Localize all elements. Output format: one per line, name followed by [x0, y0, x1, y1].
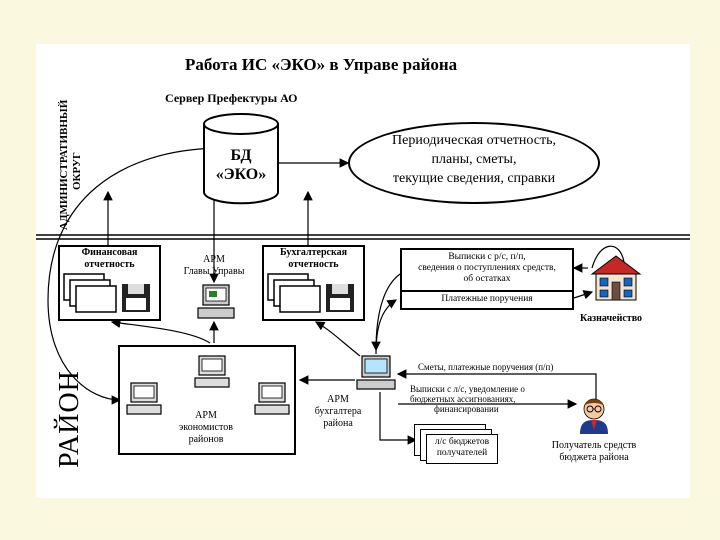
financial-report-label: Финансовая отчетность [60, 247, 159, 271]
treasury-label: Казначейство [580, 313, 643, 324]
okrug-line-2: ОКРУГ [71, 151, 83, 190]
flow-2-line-1: Выписки с л/с, уведомление о [410, 384, 525, 394]
accounting-report-label: Бухгалтерская отчетность [264, 247, 363, 271]
buh-line-2: отчетность [288, 259, 339, 270]
accounts-label: л/с бюджетов получателей [426, 437, 498, 459]
arm-econ-line-2: экономистов [179, 422, 233, 433]
documents-icon [267, 273, 354, 313]
reporting-text: Периодическая отчетность, планы, сметы, … [348, 131, 600, 188]
arm-economists-label: АРМ экономистов районов [166, 410, 246, 446]
database-icon [203, 113, 279, 205]
arm-econ-line-3: районов [188, 434, 224, 445]
flow-estimates-label: Сметы, платежные поручения (п/п) [418, 362, 554, 372]
treasury-divider [400, 290, 574, 292]
person-icon [580, 398, 608, 434]
computer-icon [194, 355, 230, 388]
accounts-line-1: л/с бюджетов [434, 437, 490, 447]
okrug-label: АДМИНИСТРАТИВНЫЙ ОКРУГ [58, 100, 84, 230]
documents-icon [63, 273, 150, 313]
arm-buh-line-3: района [323, 418, 353, 429]
flow-2-line-3: финансировании [434, 404, 499, 414]
payment-orders-text: Платежные поручения [441, 294, 533, 304]
arm-head-line-2: Главы Управы [183, 266, 245, 277]
account-card-front [426, 434, 498, 464]
computer-icon [197, 284, 235, 319]
treasury-building-icon [590, 255, 642, 301]
database-label: БД «ЭКО» [202, 146, 280, 184]
treasury-line-3: об остатках [463, 274, 511, 284]
fin-line-1: Финансовая [81, 247, 138, 258]
okrug-line-1: АДМИНИСТРАТИВНЫЙ [58, 99, 70, 230]
arm-buh-line-2: бухгалтера [314, 406, 362, 417]
db-line-1: БД [230, 147, 252, 164]
buh-line-1: Бухгалтерская [280, 247, 347, 258]
recipient-label: Получатель средств бюджета района [538, 440, 650, 464]
treasury-line-1: Выписки с р/с, п/п, [448, 252, 526, 262]
arm-econ-line-1: АРМ [195, 410, 217, 421]
flow-2-line-2: бюджетных ассигнованиях, [410, 394, 516, 404]
arm-head-line-1: АРМ [203, 254, 225, 265]
reporting-ellipse [348, 122, 600, 204]
server-label: Сервер Префектуры АО [165, 91, 298, 105]
recipient-line-2: бюджета района [559, 452, 629, 463]
reporting-line-3: текущие сведения, справки [392, 171, 556, 186]
arm-accountant-label: АРМ бухгалтера района [306, 394, 370, 430]
rayon-label: РАЙОН [54, 370, 85, 468]
db-line-2: «ЭКО» [215, 166, 267, 183]
accounts-line-2: получателей [436, 448, 488, 458]
treasury-statements-text: Выписки с р/с, п/п, сведения о поступлен… [400, 252, 574, 285]
treasury-documents-box [400, 248, 574, 310]
arm-buh-line-1: АРМ [327, 394, 349, 405]
fin-line-2: отчетность [84, 259, 135, 270]
reporting-line-1: Периодическая отчетность, [392, 133, 556, 148]
recipient-line-1: Получатель средств [551, 440, 637, 451]
computer-icon [126, 382, 162, 415]
reporting-line-2: планы, сметы, [431, 152, 517, 167]
computer-icon [254, 382, 290, 415]
computer-icon [356, 355, 396, 390]
diagram-title: Работа ИС «ЭКО» в Управе района [185, 55, 458, 74]
flow-statements-label: Выписки с л/с, уведомление о бюджетных а… [410, 384, 525, 414]
treasury-line-2: сведения о поступлениях средств, [418, 263, 556, 273]
arm-head-label: АРМ Главы Управы [176, 254, 252, 278]
